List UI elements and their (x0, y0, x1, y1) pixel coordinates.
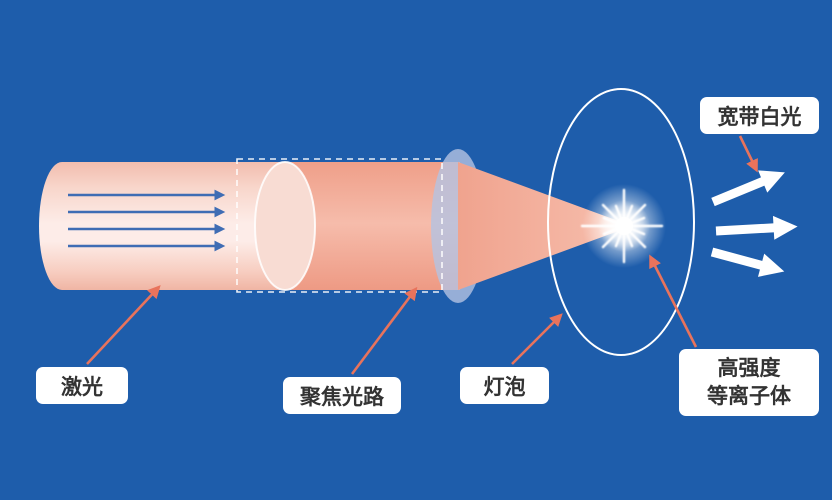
collimating-lens (254, 161, 316, 291)
connector-arrow-laser (86, 285, 161, 365)
focus-cone (458, 162, 632, 290)
label-broadband-white-light: 宽带白光 (700, 97, 819, 134)
connector-arrow-broadband (738, 135, 758, 173)
connector-arrow-bulb (511, 313, 563, 365)
laser-beam-cylinder (39, 162, 285, 290)
label-broadband-text: 宽带白光 (717, 105, 802, 129)
connector-arrow-plasma (649, 254, 698, 348)
label-laser: 激光 (36, 367, 128, 404)
white-output-arrow-icon (711, 170, 785, 207)
laser-direction-arrows (68, 189, 226, 252)
label-bulb: 灯泡 (460, 367, 549, 404)
output-light-arrows (710, 170, 798, 277)
connector-arrow-focusing (350, 286, 418, 375)
label-plasma-line2: 等离子体 (707, 384, 791, 408)
label-high-intensity-plasma: 高强度 等离子体 (679, 349, 819, 416)
plasma-starburst (580, 184, 666, 268)
label-focusing-text: 聚焦光路 (300, 385, 384, 409)
white-output-arrow-icon (710, 247, 785, 277)
dashed-beam-outline (236, 158, 443, 293)
label-connectors (86, 135, 758, 375)
label-bulb-text: 灯泡 (483, 375, 526, 399)
label-focusing-path: 聚焦光路 (283, 377, 401, 414)
label-laser-text: 激光 (61, 375, 103, 399)
white-output-arrow-icon (715, 215, 798, 240)
bulb-ellipse (547, 88, 695, 356)
label-plasma-line1: 高强度 (717, 357, 781, 381)
